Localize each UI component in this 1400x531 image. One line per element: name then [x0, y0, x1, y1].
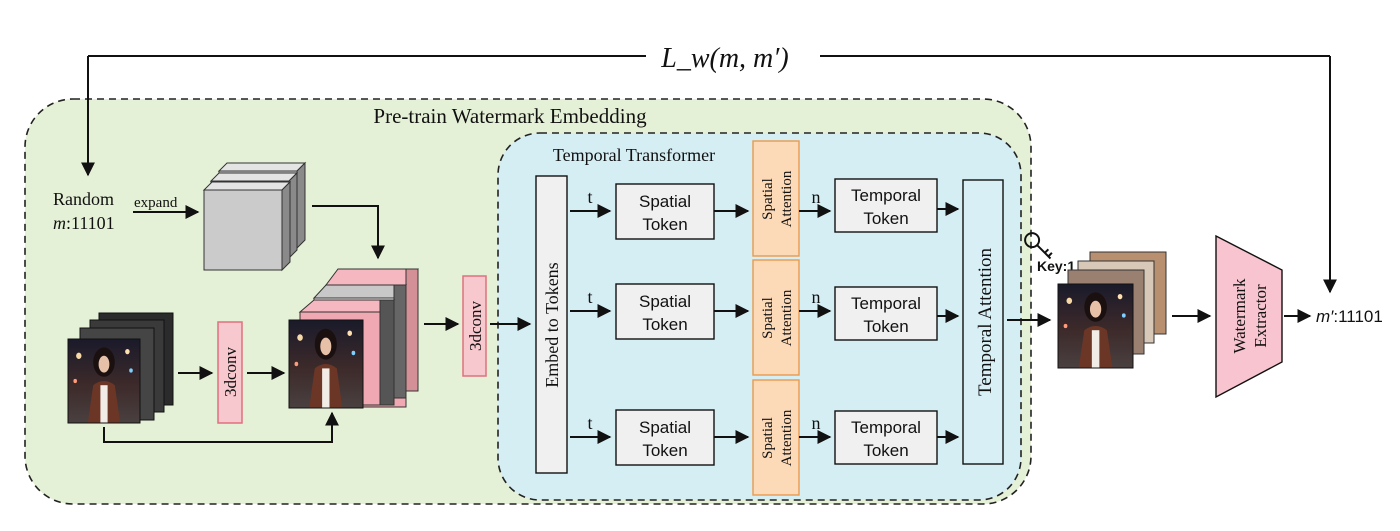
- spatial-attention-label: Spatial: [760, 178, 776, 220]
- conv3d-block-1: [217, 321, 243, 424]
- expand-label: expand: [134, 195, 178, 211]
- n-label: n: [812, 413, 821, 433]
- spatial-token-label: Spatial: [639, 292, 691, 311]
- spatial-attention-label: Spatial: [760, 297, 776, 339]
- token-row: t Spatial Token Spatial Attention n Temp…: [570, 140, 960, 257]
- temporal-token-label: Token: [863, 441, 908, 460]
- spatial-token-box: [615, 409, 715, 466]
- temporal-token-box: [834, 410, 938, 465]
- temporal-transformer-title: Temporal Transformer: [553, 145, 715, 165]
- t-label: t: [587, 187, 592, 207]
- key-label: Key:1: [1037, 258, 1075, 274]
- loss-label: L_w(m, m′): [660, 43, 788, 74]
- conv3d-block-2: [462, 275, 487, 377]
- spatial-attention-label: Attention: [779, 170, 795, 227]
- temporal-attention-label: Temporal Attention: [975, 248, 996, 397]
- spatial-attention-label: Attention: [779, 289, 795, 346]
- spatial-token-label: Token: [642, 315, 687, 334]
- t-label: t: [587, 413, 592, 433]
- temporal-token-label: Temporal: [851, 418, 921, 437]
- spatial-token-label: Spatial: [639, 418, 691, 437]
- temporal-token-label: Token: [863, 209, 908, 228]
- message-tensor-stack: [202, 161, 307, 272]
- spatial-attention-box: [752, 379, 800, 496]
- spatial-token-label: Token: [642, 441, 687, 460]
- random-label: Random: [53, 189, 114, 209]
- watermarked-frame-thumbnail: [288, 319, 364, 409]
- message-input: m:11101: [53, 213, 115, 233]
- spatial-attention-box: [752, 140, 800, 257]
- temporal-token-label: Temporal: [851, 186, 921, 205]
- extractor-label: Extractor: [1251, 284, 1270, 348]
- token-row: t Spatial Token Spatial Attention n Temp…: [570, 259, 960, 376]
- t-label: t: [587, 287, 592, 307]
- temporal-token-label: Temporal: [851, 294, 921, 313]
- spatial-token-label: Token: [642, 215, 687, 234]
- conv3d-label-1: 3dconv: [221, 346, 240, 397]
- temporal-token-box: [834, 286, 938, 341]
- spatial-attention-box: [752, 259, 800, 376]
- extracted-message: m′:11101: [1316, 307, 1383, 326]
- pretrain-title: Pre-train Watermark Embedding: [373, 104, 647, 128]
- spatial-token-box: [615, 283, 715, 340]
- watermarked-frame-thumbnail: [1057, 283, 1134, 369]
- temporal-token-box: [834, 178, 938, 233]
- spatial-attention-label: Attention: [779, 409, 795, 466]
- watermark-extractor: [1215, 234, 1283, 399]
- spatial-token-label: Spatial: [639, 192, 691, 211]
- temporal-attention-block: [962, 179, 1004, 465]
- spatial-attention-label: Spatial: [760, 417, 776, 459]
- n-label: n: [812, 187, 821, 207]
- token-row: t Spatial Token Spatial Attention n Temp…: [570, 379, 960, 496]
- temporal-token-label: Token: [863, 317, 908, 336]
- extractor-label: Watermark: [1230, 278, 1249, 354]
- input-video-frames: [67, 312, 174, 424]
- n-label: n: [812, 287, 821, 307]
- embed-to-tokens-label: Embed to Tokens: [542, 262, 562, 387]
- key-icon: [1024, 232, 1053, 260]
- embed-to-tokens-block: [535, 175, 568, 474]
- conv3d-label-2: 3dconv: [466, 300, 485, 351]
